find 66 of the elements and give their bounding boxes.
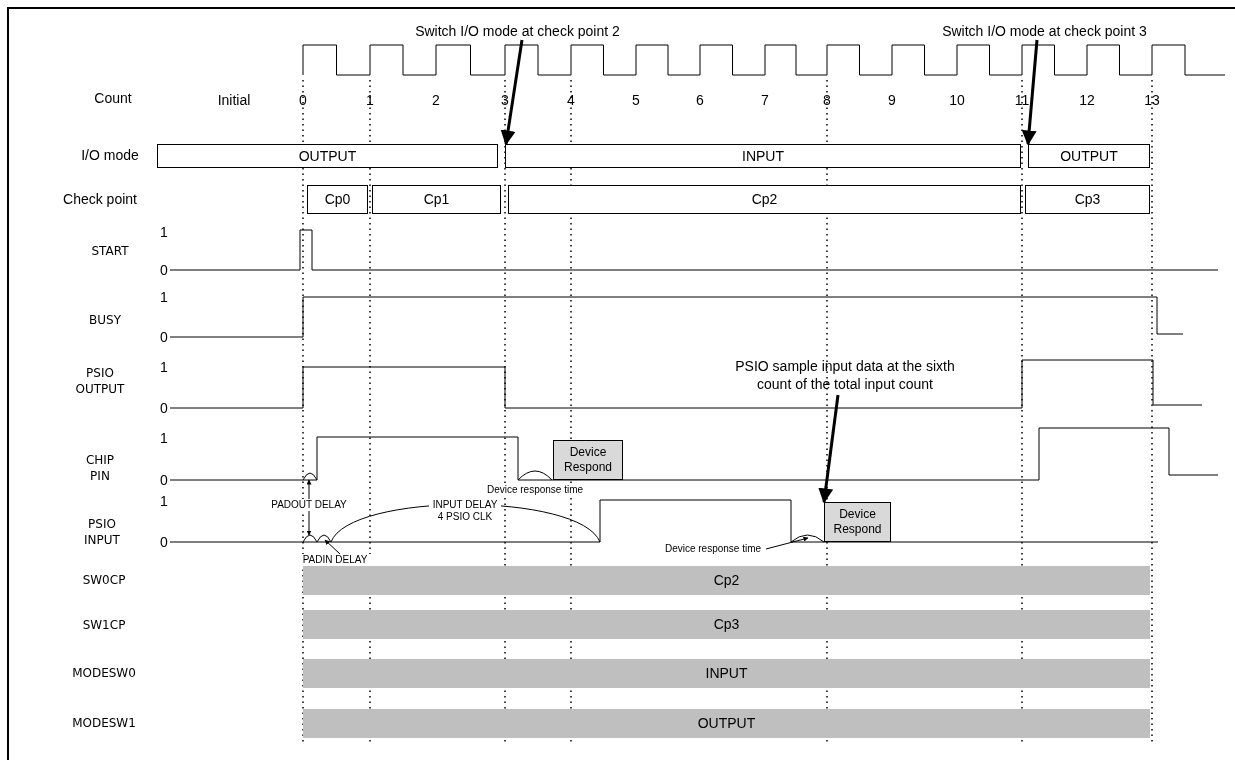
arrow bbox=[324, 539, 341, 555]
level-label: 0 bbox=[160, 532, 168, 552]
signal-name: SW0CP bbox=[82, 572, 126, 588]
level-label: 1 bbox=[160, 428, 168, 448]
arrow bbox=[306, 479, 312, 500]
mode-segment: INPUT bbox=[505, 144, 1021, 168]
register-bar: Cp3 bbox=[303, 610, 1150, 639]
level-label: 1 bbox=[160, 357, 168, 377]
checkpoint-segment: Cp2 bbox=[508, 185, 1021, 214]
checkpoint-segment: Cp3 bbox=[1025, 185, 1150, 214]
arrow bbox=[1021, 39, 1039, 146]
delay-arc bbox=[316, 534, 332, 543]
signal-name: START bbox=[91, 243, 129, 259]
annotation-text: Switch I/O mode at check point 3 bbox=[937, 22, 1152, 40]
signal-name: BUSY bbox=[89, 312, 121, 328]
arrow bbox=[306, 510, 312, 536]
count-number: 3 bbox=[501, 90, 509, 110]
arrow bbox=[818, 394, 840, 504]
arrow bbox=[765, 536, 809, 550]
count-number: 1 bbox=[366, 90, 374, 110]
register-bar: Cp2 bbox=[303, 566, 1150, 595]
mode-segment: OUTPUT bbox=[157, 144, 498, 168]
signal-name: MODESW0 bbox=[72, 665, 136, 681]
count-number: 10 bbox=[949, 90, 965, 110]
count-number: 9 bbox=[888, 90, 896, 110]
mode-segment: OUTPUT bbox=[1028, 144, 1150, 168]
count-number: 5 bbox=[632, 90, 640, 110]
count-number: 6 bbox=[696, 90, 704, 110]
annotation-text: PSIO sample input data at the sixth count of the total input count bbox=[722, 357, 968, 395]
register-bar: INPUT bbox=[303, 659, 1150, 688]
row-label: I/O mode bbox=[81, 145, 139, 165]
annotation-text: Device response time bbox=[485, 484, 585, 496]
level-label: 1 bbox=[160, 491, 168, 511]
signal-name: MODESW1 bbox=[72, 715, 136, 731]
checkpoint-segment: Cp0 bbox=[307, 185, 368, 214]
device-respond-box: Device Respond bbox=[553, 440, 623, 480]
delay-arc bbox=[302, 534, 318, 543]
checkpoint-segment: Cp1 bbox=[372, 185, 501, 214]
count-number: 7 bbox=[761, 90, 769, 110]
count-number: 4 bbox=[567, 90, 575, 110]
level-label: 0 bbox=[160, 260, 168, 280]
delay-arc bbox=[302, 472, 318, 481]
delay-arc bbox=[790, 534, 825, 543]
register-bar: OUTPUT bbox=[303, 709, 1150, 738]
count-number: 11 bbox=[1014, 90, 1030, 110]
count-label: Initial bbox=[217, 90, 251, 110]
level-label: 1 bbox=[160, 222, 168, 242]
row-label: Count bbox=[94, 88, 132, 108]
annotation-text: INPUT DELAY 4 PSIO CLK bbox=[429, 499, 501, 523]
count-number: 13 bbox=[1144, 90, 1160, 110]
signal-name: PSIO OUTPUT bbox=[74, 365, 126, 397]
annotation-text: Switch I/O mode at check point 2 bbox=[410, 22, 625, 40]
row-label: Check point bbox=[63, 189, 137, 209]
count-number: 2 bbox=[432, 90, 440, 110]
level-label: 0 bbox=[160, 327, 168, 347]
signal-name: PSIO INPUT bbox=[83, 516, 121, 548]
count-number: 0 bbox=[299, 90, 307, 110]
signal-name: SW1CP bbox=[82, 617, 126, 633]
count-number: 8 bbox=[823, 90, 831, 110]
signal-name: CHIP PIN bbox=[84, 452, 116, 484]
level-label: 1 bbox=[160, 287, 168, 307]
count-number: 12 bbox=[1079, 90, 1095, 110]
device-respond-box: Device Respond bbox=[824, 502, 891, 542]
level-label: 0 bbox=[160, 470, 168, 490]
arrow bbox=[500, 39, 524, 146]
level-label: 0 bbox=[160, 398, 168, 418]
